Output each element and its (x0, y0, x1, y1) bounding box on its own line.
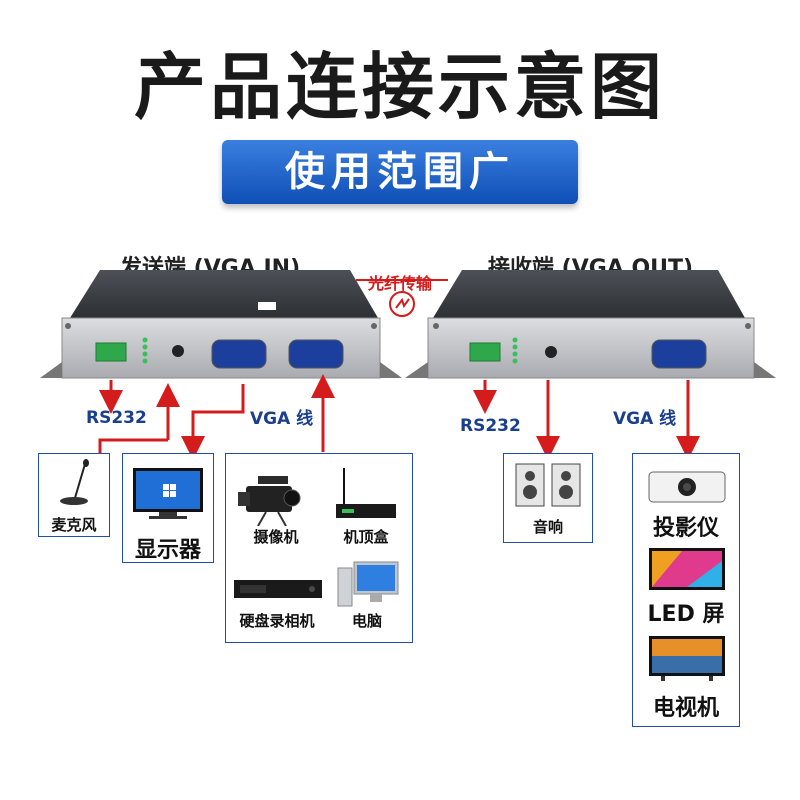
sender-device (40, 270, 402, 378)
tv-caption: 电视机 (633, 690, 739, 722)
projector-caption: 投影仪 (633, 510, 739, 542)
tv-icon (647, 634, 727, 682)
monitor-box: 显示器 (122, 453, 214, 563)
settop-box-caption: 机顶盒 (324, 526, 408, 547)
camera-caption: 摄像机 (236, 526, 316, 547)
projector-icon (645, 464, 729, 508)
sender-rs232-label: RS232 (86, 408, 147, 428)
speaker-box: 音响 (503, 453, 593, 543)
receiver-vga-label: VGA 线 (613, 404, 676, 429)
speaker-caption: 音响 (504, 516, 592, 537)
camera-icon (238, 464, 308, 526)
microphone-icon (39, 454, 109, 510)
pc-icon (336, 560, 400, 608)
dvr-icon (232, 566, 324, 606)
sender-vga-label: VGA 线 (250, 404, 313, 429)
monitor-icon (123, 454, 213, 528)
sources-box: 摄像机 机顶盒 硬盘录相机 电脑 (225, 453, 413, 643)
receiver-rs232-label: RS232 (460, 416, 521, 436)
led-screen-icon (647, 546, 727, 592)
receiver-device (405, 270, 776, 378)
speaker-icon (504, 454, 592, 512)
led-screen-caption: LED 屏 (633, 596, 739, 628)
microphone-caption: 麦克风 (39, 514, 109, 535)
monitor-caption: 显示器 (123, 532, 213, 564)
settop-box-icon (330, 464, 402, 526)
pc-caption: 电脑 (332, 610, 402, 631)
dvr-caption: 硬盘录相机 (226, 610, 328, 631)
displays-box: 投影仪 LED 屏 电视机 (632, 453, 740, 727)
microphone-box: 麦克风 (38, 453, 110, 537)
